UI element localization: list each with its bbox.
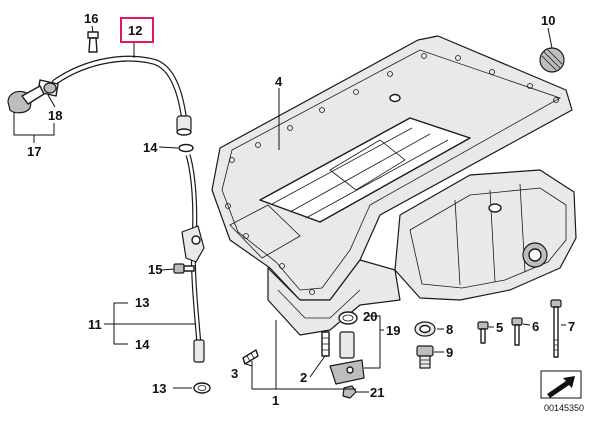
bolt-15[interactable] (173, 263, 195, 274)
callout-18[interactable]: 18 (48, 108, 62, 123)
callout-14-upper[interactable]: 14 (143, 140, 158, 155)
push-clip[interactable] (87, 31, 99, 53)
callout-8[interactable]: 8 (446, 322, 453, 337)
bolt-7[interactable] (550, 299, 562, 358)
washer-lower[interactable] (193, 382, 211, 394)
o-ring-20[interactable] (338, 311, 358, 325)
callout-17[interactable]: 17 (27, 144, 41, 159)
sealing-ring[interactable] (414, 321, 436, 337)
callout-20[interactable]: 20 (363, 309, 377, 324)
oil-level-sensor[interactable] (329, 331, 365, 385)
callout-13-upper[interactable]: 13 (135, 295, 149, 310)
filler-cap[interactable] (539, 47, 565, 73)
callout-14-lower[interactable]: 14 (135, 337, 150, 352)
oil-pan-sump[interactable] (394, 169, 577, 301)
oil-pan-assembly[interactable] (211, 35, 577, 336)
callout-9[interactable]: 9 (446, 345, 453, 360)
callout-5[interactable]: 5 (496, 320, 503, 335)
callout-1[interactable]: 1 (272, 393, 279, 408)
nut-21[interactable] (342, 385, 357, 399)
callout-7[interactable]: 7 (568, 319, 575, 334)
bolt-5[interactable] (477, 321, 489, 344)
drawing-number: 00145350 (544, 403, 584, 413)
callout-3[interactable]: 3 (231, 366, 238, 381)
callout-10[interactable]: 10 (541, 13, 555, 28)
callout-21[interactable]: 21 (370, 385, 384, 400)
stud-2[interactable] (321, 331, 330, 357)
orientation-arrow-icon (540, 370, 582, 399)
callout-6[interactable]: 6 (532, 319, 539, 334)
callout-15[interactable]: 15 (148, 262, 162, 277)
drain-plug[interactable] (416, 345, 434, 369)
callout-19[interactable]: 19 (386, 323, 400, 338)
callout-4[interactable]: 4 (275, 74, 283, 89)
dipstick-tube[interactable] (7, 55, 192, 136)
callout-12[interactable]: 12 (128, 23, 142, 38)
callout-labels: 16 12 10 4 18 17 14 15 13 11 14 13 20 19… (27, 11, 575, 408)
leader-lines (13, 25, 566, 393)
stud-3[interactable] (242, 349, 259, 365)
callout-11[interactable]: 11 (88, 317, 102, 332)
lower-guide-tube[interactable] (181, 154, 205, 363)
callout-13-lower[interactable]: 13 (152, 381, 166, 396)
callout-highlight-box (120, 17, 154, 43)
callout-2[interactable]: 2 (300, 370, 307, 385)
o-ring-upper[interactable] (178, 143, 194, 153)
bolt-6[interactable] (511, 317, 523, 346)
flange-bolt-holes (225, 53, 559, 295)
callout-16[interactable]: 16 (84, 11, 98, 26)
